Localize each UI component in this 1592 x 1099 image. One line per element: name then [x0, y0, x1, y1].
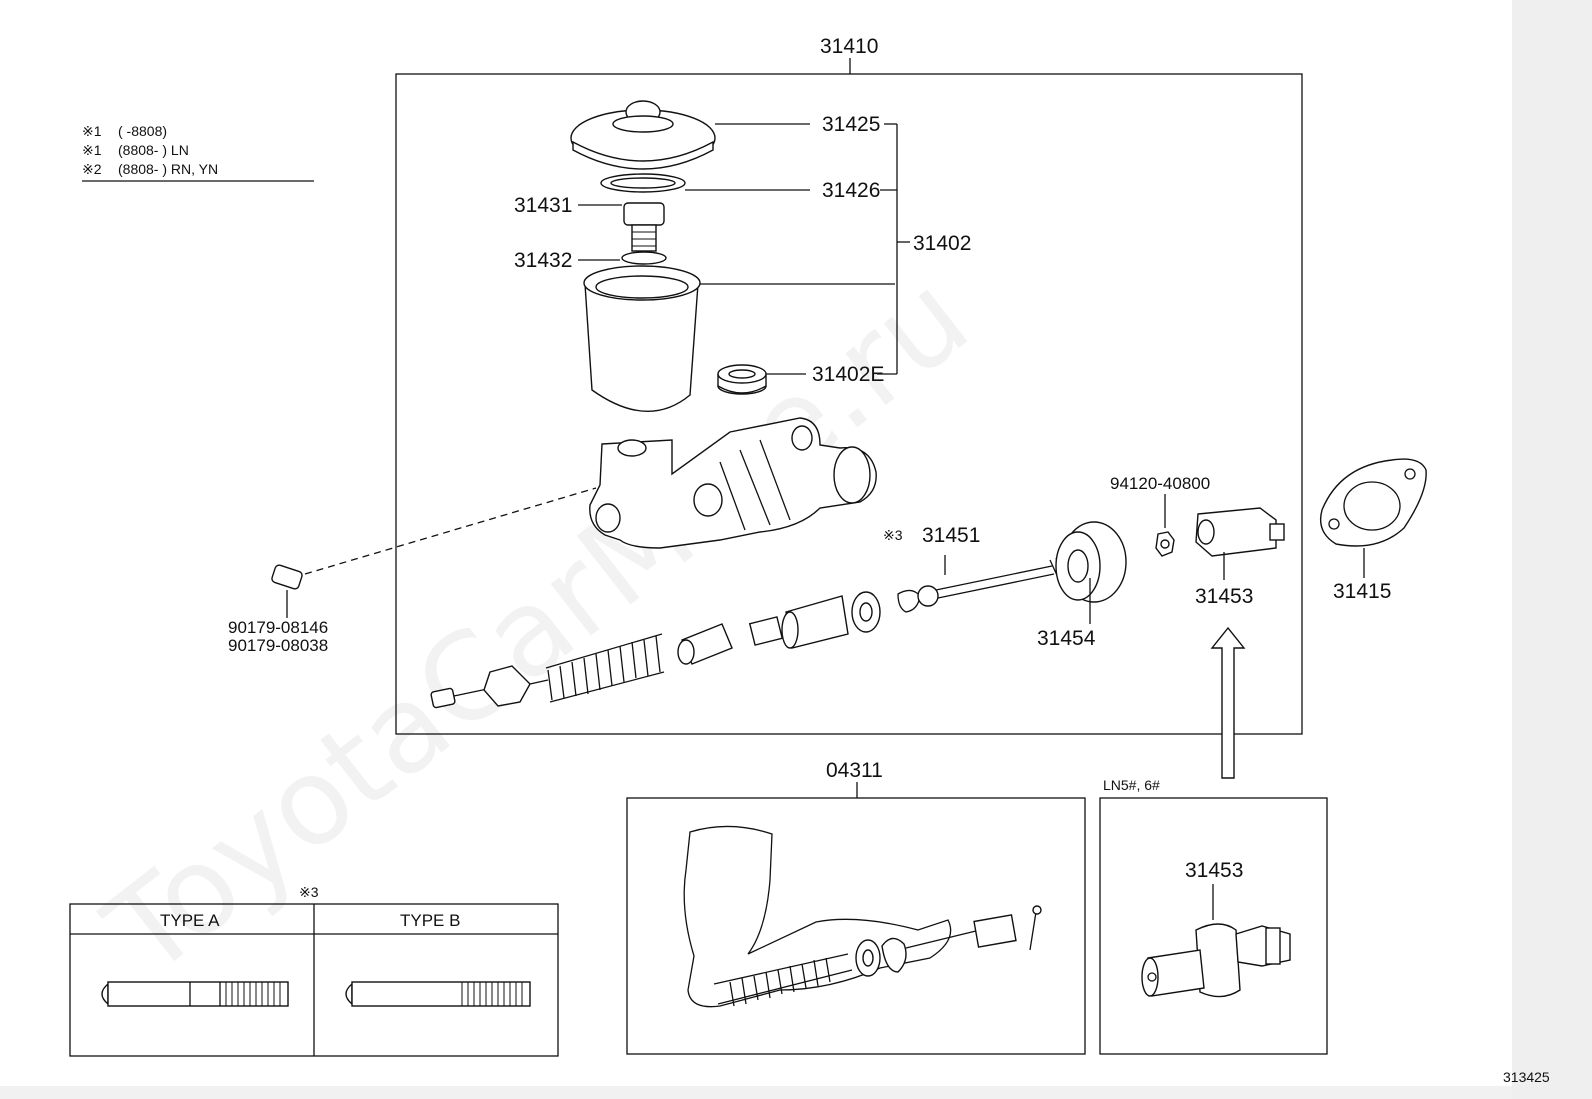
- nut-94120-drawing: [1155, 531, 1175, 557]
- reservoir-body-drawing: [583, 265, 701, 413]
- gasket-part: 31415: [1319, 458, 1427, 603]
- gasket-drawing: [1319, 458, 1427, 547]
- assembly-number-31410: 31410: [820, 35, 878, 58]
- diaphragm-drawing: [600, 173, 686, 193]
- kit-frame: [626, 797, 1086, 1055]
- type-a-pin-drawing: [101, 981, 289, 1007]
- kit-number-04311: 04311: [826, 759, 883, 782]
- variant-frame: [1099, 797, 1328, 1055]
- right-margin-strip: [1512, 0, 1592, 1099]
- clevis-31453-drawing: [1195, 507, 1285, 557]
- type-b-pin-drawing: [345, 981, 531, 1007]
- plug-dashed-leader: [304, 487, 597, 575]
- label-31451: 31451: [922, 524, 980, 547]
- note-3-text: (8808- ) RN, YN: [118, 161, 218, 177]
- boot-31454-drawing: [1055, 521, 1127, 603]
- master-cylinder-body-drawing: [589, 417, 877, 549]
- label-31432: 31432: [514, 249, 572, 272]
- label-31402E: 31402E: [812, 363, 884, 386]
- reservoir-nut-drawing: [623, 202, 665, 252]
- plug-drawing: [271, 564, 303, 590]
- reservoir-cap-drawing: [570, 100, 716, 170]
- note-2-mark: ※1: [82, 142, 102, 158]
- type-table-mark: ※3: [299, 884, 319, 900]
- notes-legend: ※1 ( -8808) ※1 (8808- ) LN ※2 (8808- ) R…: [82, 123, 314, 182]
- note-2-text: (8808- ) LN: [118, 142, 189, 158]
- type-b-header: TYPE B: [400, 911, 460, 930]
- washer-31432-drawing: [621, 251, 667, 265]
- type-table: ※3 TYPE A TYPE B: [69, 884, 559, 1057]
- label-31426: 31426: [822, 179, 880, 202]
- variant-box: LN5#, 6# 31453: [1099, 777, 1328, 1055]
- note-3-mark: ※2: [82, 161, 102, 177]
- type-a-header: TYPE A: [160, 911, 220, 930]
- label-94120-40800: 94120-40800: [1110, 474, 1210, 493]
- note-1-mark: ※1: [82, 123, 102, 139]
- kit-box: 04311: [626, 759, 1086, 1055]
- label-31451-mark: ※3: [883, 527, 903, 543]
- label-90179-08038: 90179-08038: [228, 636, 328, 655]
- label-31415: 31415: [1333, 580, 1391, 603]
- variant-label: LN5#, 6#: [1103, 777, 1160, 793]
- label-31454: 31454: [1037, 627, 1096, 650]
- kit-assembly-drawing: [683, 825, 1042, 1008]
- bottom-margin-strip: [0, 1086, 1512, 1099]
- label-31402: 31402: [913, 232, 971, 255]
- note-1-text: ( -8808): [118, 123, 167, 139]
- leader-lines: [578, 123, 1225, 624]
- variant-clevis-drawing: [1141, 923, 1291, 998]
- image-id-label: 313425: [1503, 1069, 1550, 1085]
- variant-arrow: [1210, 626, 1246, 779]
- piston-spring-drawing: [430, 585, 939, 709]
- main-assembly: 31410: [395, 35, 1303, 735]
- push-rod-drawing: [935, 555, 1073, 599]
- plug-part: 90179-08146 90179-08038: [228, 487, 597, 655]
- assembly-frame: [395, 73, 1303, 735]
- label-31453: 31453: [1195, 585, 1253, 608]
- variant-part-31453: 31453: [1185, 859, 1243, 882]
- label-31425: 31425: [822, 113, 880, 136]
- reservoir-seal-drawing: [717, 364, 767, 395]
- label-90179-08146: 90179-08146: [228, 618, 328, 637]
- label-31431: 31431: [514, 194, 572, 217]
